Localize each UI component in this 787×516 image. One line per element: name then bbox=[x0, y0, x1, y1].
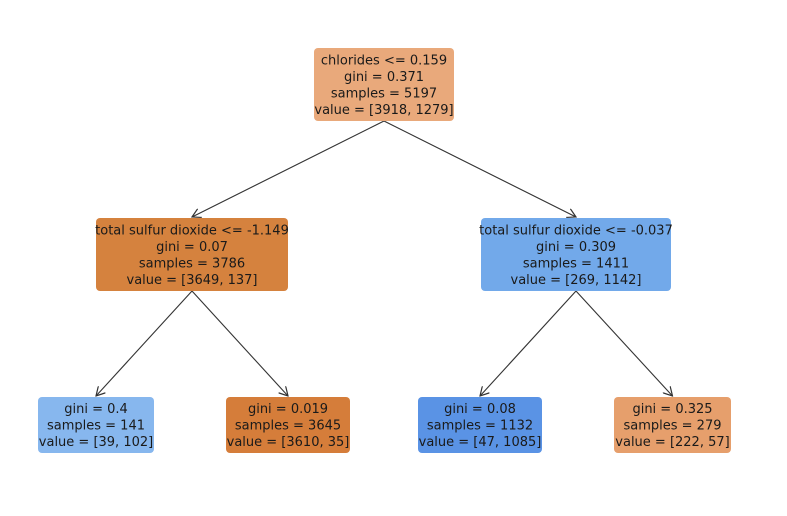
node-label-lr-line-0: gini = 0.019 bbox=[248, 402, 328, 417]
node-box-right bbox=[481, 218, 671, 291]
tree-node-right: total sulfur dioxide <= -0.037 gini = 0.3… bbox=[479, 218, 673, 291]
node-box-ll bbox=[38, 397, 154, 453]
edge-left-to-ll bbox=[96, 290, 193, 396]
node-label-right-line-2: samples = 1411 bbox=[523, 256, 629, 271]
edge-root-to-right bbox=[383, 120, 576, 217]
node-label-ll-line-0: gini = 0.4 bbox=[64, 402, 128, 417]
node-label-left-line-2: samples = 3786 bbox=[139, 256, 245, 271]
node-label-ll-line-1: samples = 141 bbox=[47, 419, 145, 434]
node-label-root-line-0: chlorides <= 0.159 bbox=[321, 53, 447, 68]
node-label-lr-line-1: samples = 3645 bbox=[235, 419, 341, 434]
node-label-right-line-3: value = [269, 1142] bbox=[511, 273, 642, 288]
node-box-left bbox=[96, 218, 288, 291]
node-label-lr-line-2: value = [3610, 35] bbox=[227, 435, 350, 450]
node-label-left-line-0: total sulfur dioxide <= -1.149 bbox=[95, 223, 289, 238]
node-box-rl bbox=[418, 397, 542, 453]
edge-left-to-lr bbox=[191, 290, 288, 396]
node-label-rl-line-0: gini = 0.08 bbox=[444, 402, 516, 417]
tree-edges bbox=[96, 120, 673, 396]
node-label-root-line-1: gini = 0.371 bbox=[344, 70, 424, 85]
node-label-rr-line-0: gini = 0.325 bbox=[632, 402, 712, 417]
node-box-rr bbox=[614, 397, 731, 453]
node-label-right-line-1: gini = 0.309 bbox=[536, 240, 616, 255]
node-label-rl-line-2: value = [47, 1085] bbox=[419, 435, 542, 450]
node-label-root-line-2: samples = 5197 bbox=[331, 86, 437, 101]
node-label-root-line-3: value = [3918, 1279] bbox=[314, 103, 453, 118]
node-label-rr-line-2: value = [222, 57] bbox=[615, 435, 729, 450]
node-box-lr bbox=[226, 397, 350, 453]
edge-right-to-rl bbox=[480, 290, 577, 396]
node-label-left-line-1: gini = 0.07 bbox=[156, 240, 228, 255]
node-label-right-line-0: total sulfur dioxide <= -0.037 bbox=[479, 223, 673, 238]
node-label-rl-line-1: samples = 1132 bbox=[427, 419, 533, 434]
tree-node-left: total sulfur dioxide <= -1.149 gini = 0.0… bbox=[95, 218, 289, 291]
node-label-ll-line-2: value = [39, 102] bbox=[39, 435, 153, 450]
node-box-root bbox=[314, 48, 454, 121]
edge-root-to-left bbox=[192, 120, 385, 217]
edge-right-to-rr bbox=[575, 290, 673, 396]
node-label-left-line-3: value = [3649, 137] bbox=[127, 273, 258, 288]
node-label-rr-line-1: samples = 279 bbox=[623, 419, 721, 434]
